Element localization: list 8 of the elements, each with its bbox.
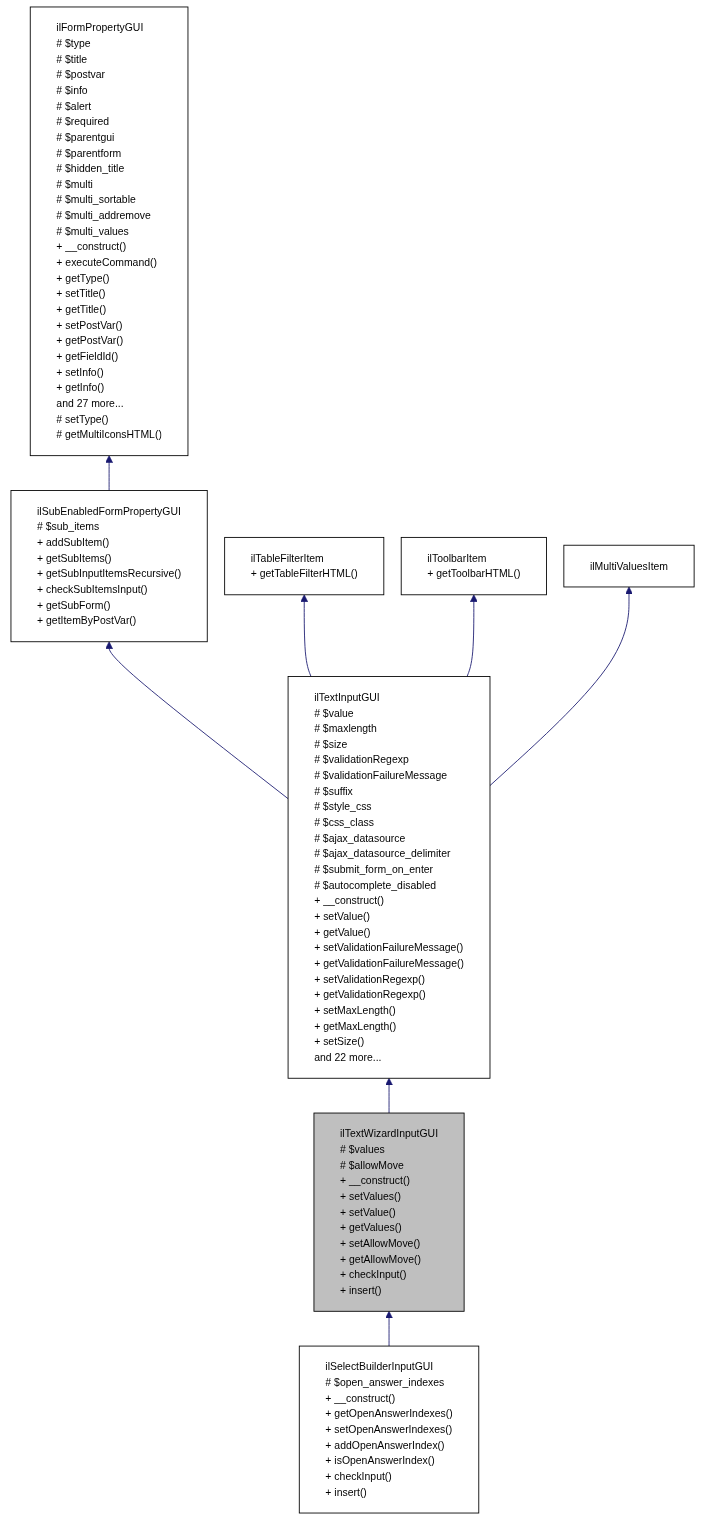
node-box: ilTableFilterItem + getTableFilterHTML() [224,536,385,596]
node-box: ilMultiValuesItem [563,544,695,588]
node-box: ilToolbarItem + getToolbarHTML() [401,536,548,596]
node-box: ilTextInputGUI # $value # $maxlength # $size # $validationRegexp # $validationFailureMessage # $suffix # $style_css # $css_class # $ajax_datasource # $ajax_datasource_delimiter # $submit_form_on_enter # $autocomplete_disabled + __construct() + setValue() + getValue() + setValidationFailureMessage() + getValidationFailureMessage() + setValidationRegexp() + getValidationRegexp() + setMaxLength() + getMaxLength() + setSize() and 22 more... [288,676,491,1079]
node-box: ilSubEnabledFormPropertyGUI # $sub_items + addSubItem() + getSubItems() + getSubInputItemsRecursive() + checkSubItemsInput() + getSubForm() + getItemByPostVar() [10,490,209,643]
node-box: ilFormPropertyGUI # $type # $title # $postvar # $info # $alert # $required # $parentgui # $parentform # $hidden_title # $multi # $multi_sortable # $multi_addremove # $multi_values + __construct() + executeCommand() + getType() + setTitle() + getTitle() + setPostVar() + getPostVar() + getFieldId() + setInfo() + getInfo() and 27 more... # setType() # getMultiIconsHTML() [30,6,189,457]
node-box: ilSelectBuilderInputGUI # $open_answer_indexes + __construct() + getOpenAnswerIndexes() + setOpenAnswerIndexes() + addOpenAnswerIndex() + isOpenAnswerIndex() + checkInput() + insert() [299,1345,480,1514]
node-box: ilTextWizardInputGUI # $values # $allowMove + __construct() + setValues() + setValue() + getValues() + setAllowMove() + getAllowMove() + checkInput() + insert() [313,1112,465,1312]
